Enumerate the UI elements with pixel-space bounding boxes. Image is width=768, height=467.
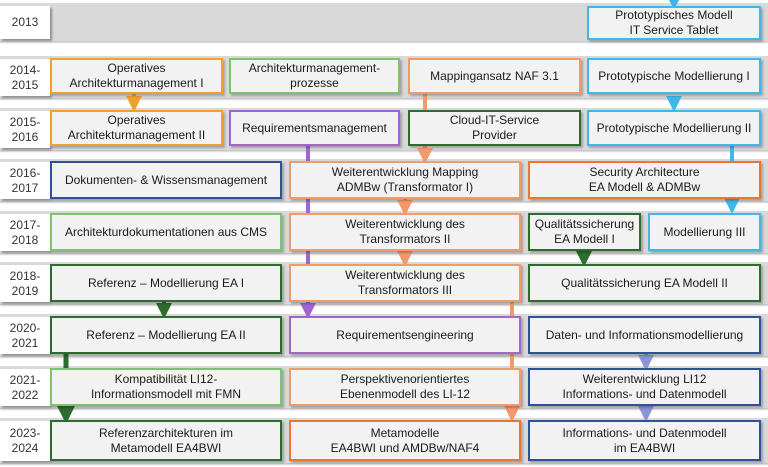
year-label: 2023- 2024 — [0, 421, 50, 461]
box-modellierung-3: Modellierung III — [648, 213, 761, 251]
year-label: 2017- 2018 — [0, 214, 50, 251]
year-label: 2021- 2022 — [0, 369, 50, 406]
box-info-daten-ea4bwi: Informations- und Datenmodell im EA4BWI — [528, 420, 761, 461]
box-op-arch-1: Operatives Architekturmanagement I — [50, 58, 223, 94]
box-qs-ea-1: Qualitätssicherung EA Modell I — [528, 213, 641, 251]
box-ref-mod-1: Referenz – Modellierung EA I — [50, 264, 282, 302]
box-weiter-trans-2: Weiterentwicklung des Transformators II — [289, 213, 521, 251]
box-weiter-trans-3: Weiterentwicklung des Transformators III — [289, 264, 521, 302]
box-weiter-li12: Weiterentwicklung LI12 Informations- und… — [528, 368, 761, 406]
year-label: 2015- 2016 — [0, 111, 50, 148]
box-daten-info-mod: Daten- und Informationsmodellierung — [528, 316, 761, 354]
box-arch-prozesse: Architekturmanagement- prozesse — [229, 58, 400, 94]
box-arch-doku-cms: Architekturdokumentationen aus CMS — [50, 213, 282, 251]
year-label: 2013 — [0, 6, 50, 39]
box-req-eng: Requirementsengineering — [289, 316, 521, 354]
box-ref-arch-meta: Referenzarchitekturen im Metamodell EA4B… — [50, 420, 282, 461]
year-label: 2020- 2021 — [0, 317, 50, 354]
box-qs-ea-2: Qualitätssicherung EA Modell II — [528, 264, 761, 302]
box-perspektiv: Perspektivenorientiertes Ebenenmodell de… — [289, 368, 521, 406]
box-dok-wissen: Dokumenten- & Wissensmanagement — [50, 161, 282, 199]
box-proto-mod-1: Prototypische Modellierung I — [587, 58, 761, 94]
box-cloud-it: Cloud-IT-Service Provider — [408, 110, 581, 146]
box-ref-mod-2: Referenz – Modellierung EA II — [50, 316, 282, 354]
year-label: 2018- 2019 — [0, 265, 50, 302]
box-prototypisches-modell: Prototypisches Modell IT Service Tablet — [587, 6, 761, 40]
box-weiter-mapping: Weiterentwicklung Mapping ADMBw (Transfo… — [289, 161, 521, 199]
box-kompat-li12: Kompatibilität LI12- Informationsmodell … — [50, 368, 282, 406]
year-label: 2016- 2017 — [0, 162, 50, 199]
box-security-arch: Security Architecture EA Modell & ADMBw — [528, 161, 761, 199]
box-req-mgmt: Requirementsmanagement — [229, 110, 400, 146]
year-label: 2014- 2015 — [0, 59, 50, 96]
box-proto-mod-2: Prototypische Modellierung II — [587, 110, 761, 146]
box-op-arch-2: Operatives Architekturmanagement II — [50, 110, 223, 146]
box-mapping-naf: Mappingansatz NAF 3.1 — [408, 58, 581, 94]
box-metamodelle: Metamodelle EA4BWI und AMDBw/NAF4 — [289, 420, 521, 461]
